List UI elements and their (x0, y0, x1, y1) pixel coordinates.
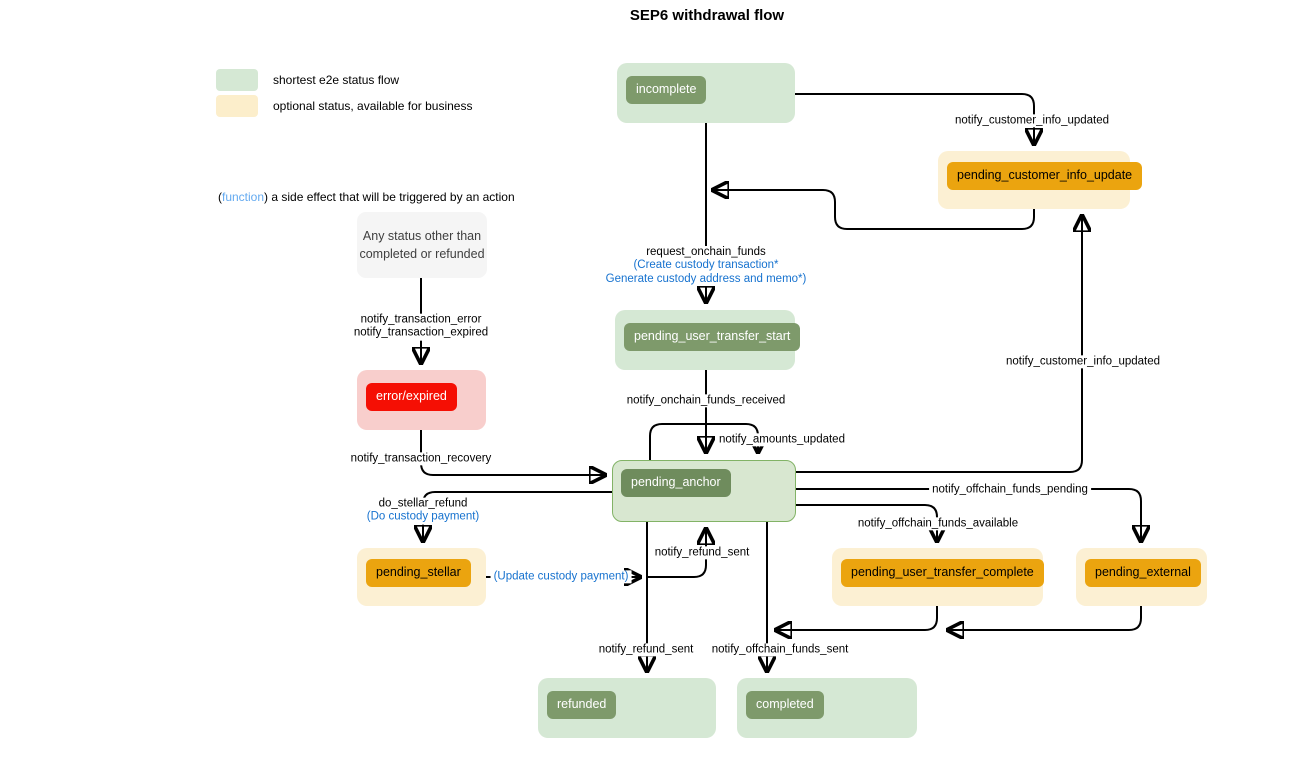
node-pending-customer-info-update-label: pending_customer_info_update (947, 162, 1143, 190)
edge-label-notify-customer-info-updated-top: notify_customer_info_updated (951, 114, 1113, 128)
node-error-expired-label: error/expired (366, 383, 457, 411)
edge-pending-user-transfer-complete-return (776, 606, 938, 630)
node-pending-user-transfer-start: pending_user_transfer_start (615, 310, 801, 370)
legend-function-desc: a side effect that will be triggered by … (271, 190, 515, 204)
node-pending-customer-info-update: pending_customer_info_update (938, 151, 1143, 209)
node-pending-external: pending_external (1076, 548, 1207, 606)
node-completed: completed (737, 678, 917, 738)
edge-incomplete-to-pending-customer-info-update (795, 93, 1034, 144)
node-pending-anchor-label: pending_anchor (621, 469, 731, 497)
legend-function-word: function (222, 190, 265, 204)
legend-optional-label: optional status, available for business (273, 99, 473, 113)
edge-label-notify-onchain-funds-received: notify_onchain_funds_received (623, 394, 789, 408)
edge-label-notify-offchain-funds-sent: notify_offchain_funds_sent (708, 643, 852, 657)
edge-label-notify-offchain-funds-pending: notify_offchain_funds_pending (929, 483, 1091, 497)
node-refunded: refunded (538, 678, 716, 738)
legend-row-optional: optional status, available for business (216, 95, 472, 117)
edge-pending-anchor-to-pending-external (796, 488, 1141, 541)
edge-label-notify-refund-sent-up: notify_refund_sent (651, 546, 753, 560)
node-completed-label: completed (746, 691, 824, 719)
node-error-expired: error/expired (357, 370, 486, 430)
edge-label-notify-transaction-recovery: notify_transaction_recovery (347, 452, 495, 466)
node-any-status-note: Any status other than completed or refun… (357, 212, 487, 278)
edge-label-do-custody-payment: (Do custody payment) (366, 511, 480, 523)
node-pending-anchor: pending_anchor (612, 460, 796, 522)
edge-label-request-onchain-funds: request_onchain_funds (Create custody tr… (602, 246, 810, 286)
edge-label-create-custody-transaction: (Create custody transaction* (633, 259, 779, 272)
node-pending-user-transfer-complete: pending_user_transfer_complete (832, 548, 1044, 606)
edge-label-do-stellar-refund-action: do_stellar_refund (378, 497, 468, 510)
page-title: SEP6 withdrawal flow (629, 7, 785, 24)
note-line2: completed or refunded (359, 247, 485, 261)
node-pending-user-transfer-complete-label: pending_user_transfer_complete (841, 559, 1044, 587)
edge-label-notify-transaction-error-expired: notify_transaction_error notify_transact… (350, 313, 492, 341)
legend-shortest-label: shortest e2e status flow (273, 73, 400, 87)
edge-label-notify-refund-sent-down: notify_refund_sent (595, 643, 697, 657)
legend-function-paren-close: ) (264, 190, 269, 204)
edge-label-notify-transaction-error: notify_transaction_error (360, 313, 482, 326)
edge-label-notify-offchain-funds-available: notify_offchain_funds_available (854, 517, 1022, 531)
edge-junction-to-pending-anchor-refund (647, 529, 706, 578)
note-line1: Any status other than (362, 228, 482, 243)
node-refunded-label: refunded (547, 691, 617, 719)
legend-function-paren-open: ( (218, 190, 222, 204)
node-incomplete: incomplete (617, 63, 795, 123)
node-pending-external-label: pending_external (1085, 559, 1201, 587)
edge-label-request-onchain-funds-action: request_onchain_funds (646, 246, 766, 259)
edge-label-notify-customer-info-updated-right: notify_customer_info_updated (1002, 355, 1164, 369)
edge-label-notify-amounts-updated: notify_amounts_updated (716, 433, 848, 447)
edge-label-do-stellar-refund: do_stellar_refund (Do custody payment) (363, 497, 483, 525)
legend-function-note: (function) a side effect that will be tr… (218, 190, 515, 204)
legend-row-shortest: shortest e2e status flow (216, 69, 472, 91)
edge-pending-anchor-to-pending-user-transfer-complete (796, 504, 937, 541)
edge-pending-external-return (948, 606, 1142, 630)
legend-swatch-yellow (216, 95, 258, 117)
edge-label-generate-custody-address: Generate custody address and memo*) (605, 272, 807, 285)
node-pending-stellar: pending_stellar (357, 548, 486, 606)
legend: shortest e2e status flow optional status… (216, 69, 515, 204)
edge-pending-anchor-self-loop (649, 423, 758, 460)
node-pending-stellar-label: pending_stellar (366, 559, 471, 587)
edge-pending-anchor-to-pending-customer-info-update (796, 216, 1082, 473)
edge-label-update-custody-payment: (Update custody payment) (490, 570, 632, 584)
node-incomplete-label: incomplete (626, 76, 707, 104)
edge-pending-customer-info-update-return (713, 190, 1035, 230)
legend-swatch-green (216, 69, 258, 91)
edge-label-notify-transaction-expired: notify_transaction_expired (353, 327, 489, 339)
node-pending-user-transfer-start-label: pending_user_transfer_start (624, 323, 801, 351)
